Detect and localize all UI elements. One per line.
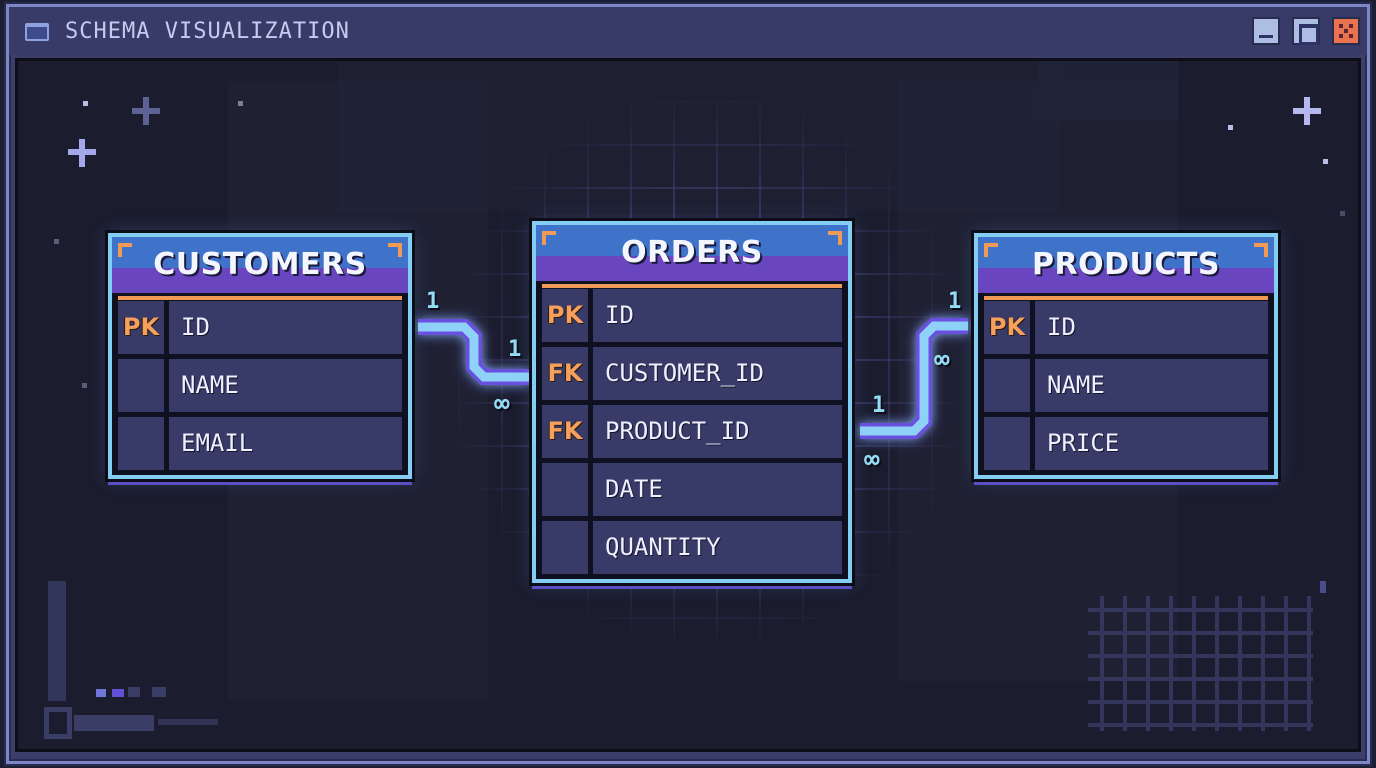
field-name: NAME (169, 359, 402, 412)
table-row[interactable]: PK ID (112, 301, 408, 359)
cardinality-label: 1 (426, 289, 440, 314)
table-title: PRODUCTS (1032, 247, 1220, 282)
star-dot (1323, 159, 1328, 164)
table-row[interactable]: NAME (112, 359, 408, 417)
cardinality-label: ∞ (934, 345, 950, 375)
key-badge: FK (542, 347, 588, 400)
key-badge (984, 359, 1030, 412)
table-header: PRODUCTS (978, 237, 1274, 293)
cardinality-label: 1 (948, 289, 962, 314)
star-dot (82, 383, 87, 388)
key-badge (984, 417, 1030, 470)
field-name: ID (593, 289, 842, 342)
table-row[interactable]: PK ID (978, 301, 1274, 359)
header-divider (112, 293, 408, 301)
relationship-lines (418, 318, 968, 439)
star-dot (1228, 125, 1233, 130)
cardinality-label: ∞ (864, 445, 880, 475)
schema-window: SCHEMA VISUALIZATION (6, 4, 1370, 764)
corner-bracket-icon (984, 243, 998, 257)
table-row[interactable]: FK CUSTOMER_ID (536, 347, 848, 405)
header-divider (536, 281, 848, 289)
key-badge (118, 417, 164, 470)
window-title: SCHEMA VISUALIZATION (65, 19, 350, 44)
key-badge: PK (118, 301, 164, 354)
maximize-button[interactable] (1292, 17, 1320, 45)
field-name: PRICE (1035, 417, 1268, 470)
table-customers[interactable]: CUSTOMERS PK ID NAME EMAIL (108, 233, 412, 479)
decorative-grid (1088, 596, 1313, 731)
field-name: QUANTITY (593, 521, 842, 574)
key-badge: FK (542, 405, 588, 458)
table-orders[interactable]: ORDERS PK ID FK CUSTOMER_ID FK PRODUCT_I… (532, 221, 852, 583)
key-badge (542, 521, 588, 574)
diagram-canvas[interactable]: 1 1 ∞ 1 ∞ 1 ∞ CUSTOMERS PK ID NAME (15, 58, 1361, 752)
star-dot (54, 239, 59, 244)
field-name: ID (1035, 301, 1268, 354)
link-products-orders (860, 318, 968, 439)
table-products[interactable]: PRODUCTS PK ID NAME PRICE (974, 233, 1278, 479)
corner-bracket-icon (118, 243, 132, 257)
table-row[interactable]: FK PRODUCT_ID (536, 405, 848, 463)
table-row[interactable]: PRICE (978, 417, 1274, 475)
star-dot (83, 101, 88, 106)
corner-bracket-icon (1254, 243, 1268, 257)
background-shape (338, 61, 1058, 211)
corner-bracket-icon (828, 231, 842, 245)
field-name: NAME (1035, 359, 1268, 412)
key-badge (118, 359, 164, 412)
table-header: CUSTOMERS (112, 237, 408, 293)
cardinality-label: ∞ (494, 389, 510, 419)
background-shape (1038, 61, 1178, 121)
minimize-button[interactable] (1252, 17, 1280, 45)
title-bar[interactable]: SCHEMA VISUALIZATION (9, 7, 1367, 55)
table-row[interactable]: DATE (536, 463, 848, 521)
key-badge: PK (542, 289, 588, 342)
link-customers-orders (418, 319, 530, 385)
corner-bracket-icon (542, 231, 556, 245)
close-button[interactable] (1332, 17, 1360, 45)
table-header: ORDERS (536, 225, 848, 281)
field-name: DATE (593, 463, 842, 516)
field-name: CUSTOMER_ID (593, 347, 842, 400)
corner-bracket-icon (388, 243, 402, 257)
table-row[interactable]: NAME (978, 359, 1274, 417)
star-dot (238, 101, 243, 106)
close-icon (1339, 24, 1353, 38)
field-name: ID (169, 301, 402, 354)
header-divider (978, 293, 1274, 301)
key-badge: PK (984, 301, 1030, 354)
table-row[interactable]: PK ID (536, 289, 848, 347)
cardinality-label: 1 (872, 393, 886, 418)
field-name: PRODUCT_ID (593, 405, 842, 458)
field-name: EMAIL (169, 417, 402, 470)
table-row[interactable]: EMAIL (112, 417, 408, 475)
key-badge (542, 463, 588, 516)
star-dot (1340, 211, 1345, 216)
cardinality-label: 1 (508, 337, 522, 362)
table-title: ORDERS (621, 235, 763, 270)
window-icon (25, 23, 49, 41)
table-title: CUSTOMERS (153, 247, 367, 282)
table-row[interactable]: QUANTITY (536, 521, 848, 579)
